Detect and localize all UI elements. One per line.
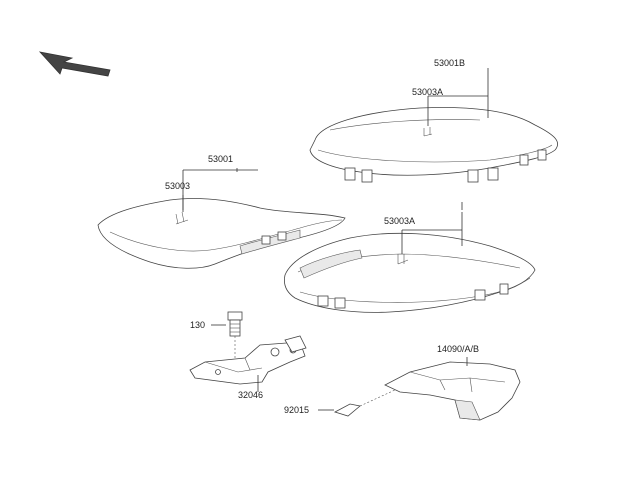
label-14090ab: 14090/A/B (437, 344, 479, 354)
bracket-drawing (189, 335, 307, 385)
clip-drawing (333, 389, 396, 417)
label-130: 130 (190, 320, 205, 330)
label-53003a-top: 53003A (412, 87, 443, 97)
label-32046: 32046 (238, 390, 263, 400)
bolt-drawing (227, 311, 243, 337)
label-53001b: 53001B (434, 58, 465, 68)
tail-cover-drawing (384, 361, 521, 421)
front-direction-arrow-icon (38, 51, 111, 77)
seat-cover-rear-drawing (309, 107, 559, 183)
label-53003: 53003 (165, 181, 190, 191)
seat-rear-drawing (284, 232, 536, 313)
label-53001: 53001 (208, 154, 233, 164)
seat-front-drawing (97, 198, 346, 269)
label-53003a-middle: 53003A (384, 216, 415, 226)
label-92015: 92015 (284, 405, 309, 415)
